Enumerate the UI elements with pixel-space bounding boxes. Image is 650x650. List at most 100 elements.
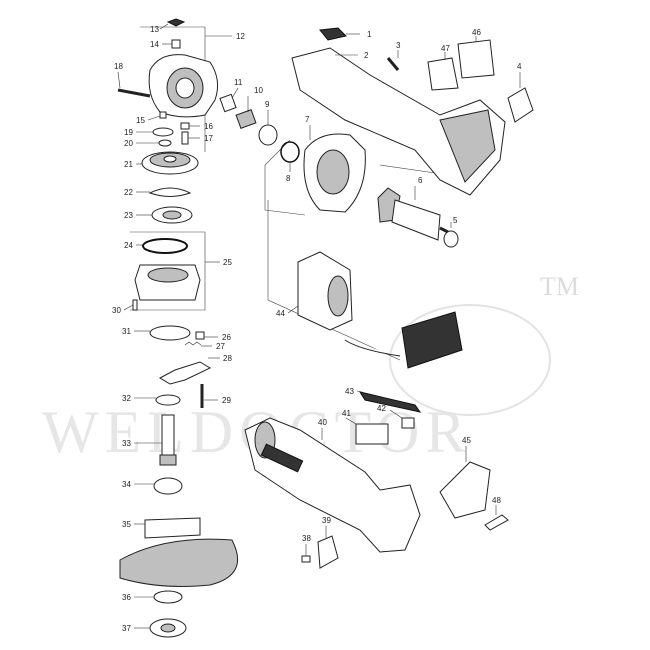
armature-shaft xyxy=(439,226,449,234)
part-27-spring xyxy=(184,341,202,346)
callout-3: 3 xyxy=(396,41,401,58)
callout-41: 41 xyxy=(342,409,357,425)
callout-6: 6 xyxy=(414,176,423,200)
callout-labels: 1 2 3 4 5 6 7 8 9 10 11 12 13 14 15 16 1… xyxy=(112,23,522,633)
callout-19-label: 19 xyxy=(124,128,133,137)
callout-25-label: 25 xyxy=(223,258,232,267)
part-26-pin xyxy=(195,331,205,340)
callout-34: 34 xyxy=(122,480,154,489)
callout-25: 25 xyxy=(205,258,232,267)
group-boxes xyxy=(130,26,471,361)
callout-18-label: 18 xyxy=(114,62,123,71)
watermark-swoosh xyxy=(389,304,551,416)
part-37-lock-nut xyxy=(149,618,187,638)
callout-24: 24 xyxy=(124,241,143,250)
callout-2-label: 2 xyxy=(364,51,369,60)
callout-41-leader xyxy=(345,417,357,425)
callout-18-leader xyxy=(117,71,121,89)
callout-17-label: 17 xyxy=(204,134,213,143)
callout-32-label: 32 xyxy=(122,394,131,403)
fan-baffle-bore xyxy=(316,149,350,195)
callout-42-leader xyxy=(389,409,403,419)
callout-15: 15 xyxy=(136,115,161,125)
part-3-screw xyxy=(386,57,400,71)
watermark-trademark: TM xyxy=(540,272,579,301)
motor-box-outline xyxy=(267,200,401,361)
callout-48: 48 xyxy=(492,496,501,515)
part-30-screw xyxy=(132,299,138,311)
callout-47-label: 47 xyxy=(441,44,450,53)
callout-46-label: 46 xyxy=(472,28,481,37)
bearing-inner xyxy=(162,210,182,220)
callout-23: 23 xyxy=(124,211,152,220)
callout-16-label: 16 xyxy=(204,122,213,131)
callout-12-label: 12 xyxy=(236,32,245,41)
callout-47: 47 xyxy=(441,44,450,60)
callout-27: 27 xyxy=(201,342,225,351)
callout-21: 21 xyxy=(124,160,142,169)
callout-6-label: 6 xyxy=(418,176,423,185)
part-25-bearing-box xyxy=(134,264,201,301)
part-16-lock-cap xyxy=(180,122,190,130)
callout-13-label: 13 xyxy=(150,25,159,34)
callout-38: 38 xyxy=(302,534,311,556)
callout-41-label: 41 xyxy=(342,409,351,418)
callout-30: 30 xyxy=(112,304,134,315)
callout-7: 7 xyxy=(305,115,311,140)
part-35-wheel-guard xyxy=(119,517,239,587)
handle-housing-grip xyxy=(439,109,496,183)
callout-22-label: 22 xyxy=(124,188,133,197)
callout-13: 13 xyxy=(150,23,169,34)
callout-27-label: 27 xyxy=(216,342,225,351)
callout-1-label: 1 xyxy=(367,30,372,39)
callout-17: 17 xyxy=(188,134,213,143)
callout-31-label: 31 xyxy=(122,327,131,336)
part-10-fan-nut xyxy=(235,109,257,129)
callout-37-label: 37 xyxy=(122,624,131,633)
callout-5: 5 xyxy=(450,216,458,228)
callout-15-label: 15 xyxy=(136,116,145,125)
callout-21-label: 21 xyxy=(124,160,133,169)
stator-lead-wire xyxy=(344,339,401,357)
part-47-label xyxy=(427,57,459,91)
guard-band xyxy=(144,517,201,539)
controller-board xyxy=(401,311,463,369)
bearing-box-outline xyxy=(130,231,206,311)
callout-23-label: 23 xyxy=(124,211,133,220)
part-8-o-ring xyxy=(280,141,300,163)
part-5-bearing xyxy=(443,230,459,248)
callout-46: 46 xyxy=(472,28,481,42)
callout-33: 33 xyxy=(122,439,162,448)
part-40-motor-housing xyxy=(244,417,421,553)
part-33-spindle xyxy=(159,414,177,466)
callout-12: 12 xyxy=(205,32,245,41)
callout-48-label: 48 xyxy=(492,496,501,505)
part-45-terminal-block xyxy=(439,461,491,519)
part-4-cover xyxy=(507,87,534,123)
callout-11: 11 xyxy=(231,78,243,99)
callout-44: 44 xyxy=(276,305,299,318)
callout-15-leader xyxy=(147,115,161,121)
callout-36-label: 36 xyxy=(122,593,131,602)
part-46-label xyxy=(457,39,495,79)
part-20-ring xyxy=(158,139,172,147)
armature-core xyxy=(391,199,441,241)
field-box-outline xyxy=(264,139,306,216)
callout-29-label: 29 xyxy=(222,396,231,405)
part-28-lever xyxy=(158,361,212,385)
callout-34-label: 34 xyxy=(122,480,131,489)
part-38-clip xyxy=(301,555,311,563)
callout-32: 32 xyxy=(122,394,156,403)
callout-14: 14 xyxy=(150,40,172,49)
part-15-pin xyxy=(159,111,167,119)
callout-2: 2 xyxy=(335,51,369,60)
gear-housing-bore-inner xyxy=(175,77,195,99)
callout-9: 9 xyxy=(265,100,270,125)
part-48-label xyxy=(484,514,509,531)
part-9-bearing xyxy=(258,124,278,146)
callout-28-label: 28 xyxy=(223,354,232,363)
callout-43-label: 43 xyxy=(345,387,354,396)
part-18-screw xyxy=(117,88,151,98)
callout-39: 39 xyxy=(322,516,331,538)
